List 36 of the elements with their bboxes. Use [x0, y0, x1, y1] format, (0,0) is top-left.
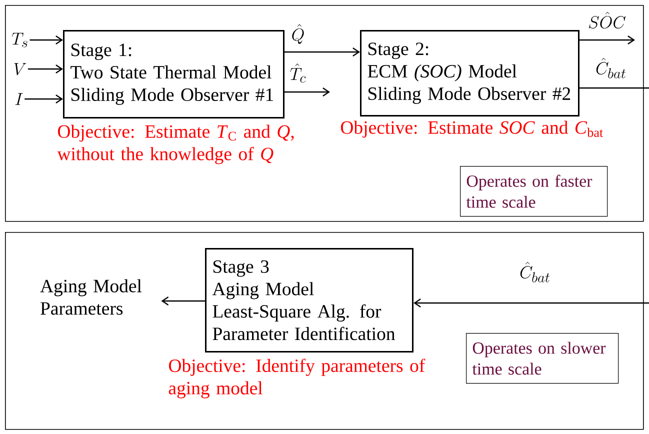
- stage-text: Two State Thermal Model: [70, 65, 272, 79]
- objective-text: Objective: Identify parameters of aging model: [168, 358, 426, 398]
- stage-text: Stage 1:: [71, 44, 132, 60]
- stage-text: Aging Model: [212, 282, 314, 300]
- input-symbol: $I$: [15, 93, 23, 105]
- stage-text: ECM (SOC) Model: [368, 64, 517, 82]
- arrow: [30, 36, 63, 44]
- edge-label: $\hat{C}_{bat}$: [518, 260, 552, 284]
- stage-text: Least-Square Alg. for Parameter Identification: [212, 304, 395, 340]
- arrow: [28, 64, 63, 74]
- arrow: [161, 296, 205, 306]
- stage-text: Stage 2:: [368, 42, 428, 60]
- stage-box: [63, 30, 284, 118]
- arrow: [414, 298, 649, 308]
- stage-box: [360, 30, 580, 116]
- panel-frame: [5, 5, 644, 222]
- stage-text: Stage 3: [213, 260, 269, 277]
- objective-text: Objective: Estimate T$_{C}$ and Q, without the knowledge of Q: [57, 124, 294, 164]
- stage-text: Sliding Mode Observer #1: [71, 88, 273, 105]
- input-symbol: $T_s$: [12, 32, 28, 48]
- arrow: [580, 36, 635, 44]
- stage-text: Sliding Mode Observer #2: [368, 86, 570, 104]
- arrow: [284, 88, 330, 96]
- arrow: [284, 48, 360, 56]
- note-box: Operates on faster time scale: [460, 166, 608, 217]
- arrow: [24, 94, 63, 104]
- stage-box: [205, 248, 414, 352]
- edge-label: $S\hat{O}C$: [587, 10, 627, 30]
- edge-label: $\hat{Q}$: [290, 23, 306, 45]
- note-box: Operates on slower time scale: [466, 333, 619, 384]
- input-symbol: $V$: [14, 63, 26, 76]
- output-label: Aging Model Parameters: [40, 279, 142, 315]
- panel-frame: [5, 232, 644, 430]
- edge-label: $\hat{T}_c$: [288, 62, 308, 84]
- objective-text: Objective: Estimate SOC and C$_{bat}$: [340, 120, 604, 138]
- edge-label: $\hat{C}_{bat}$: [594, 56, 628, 80]
